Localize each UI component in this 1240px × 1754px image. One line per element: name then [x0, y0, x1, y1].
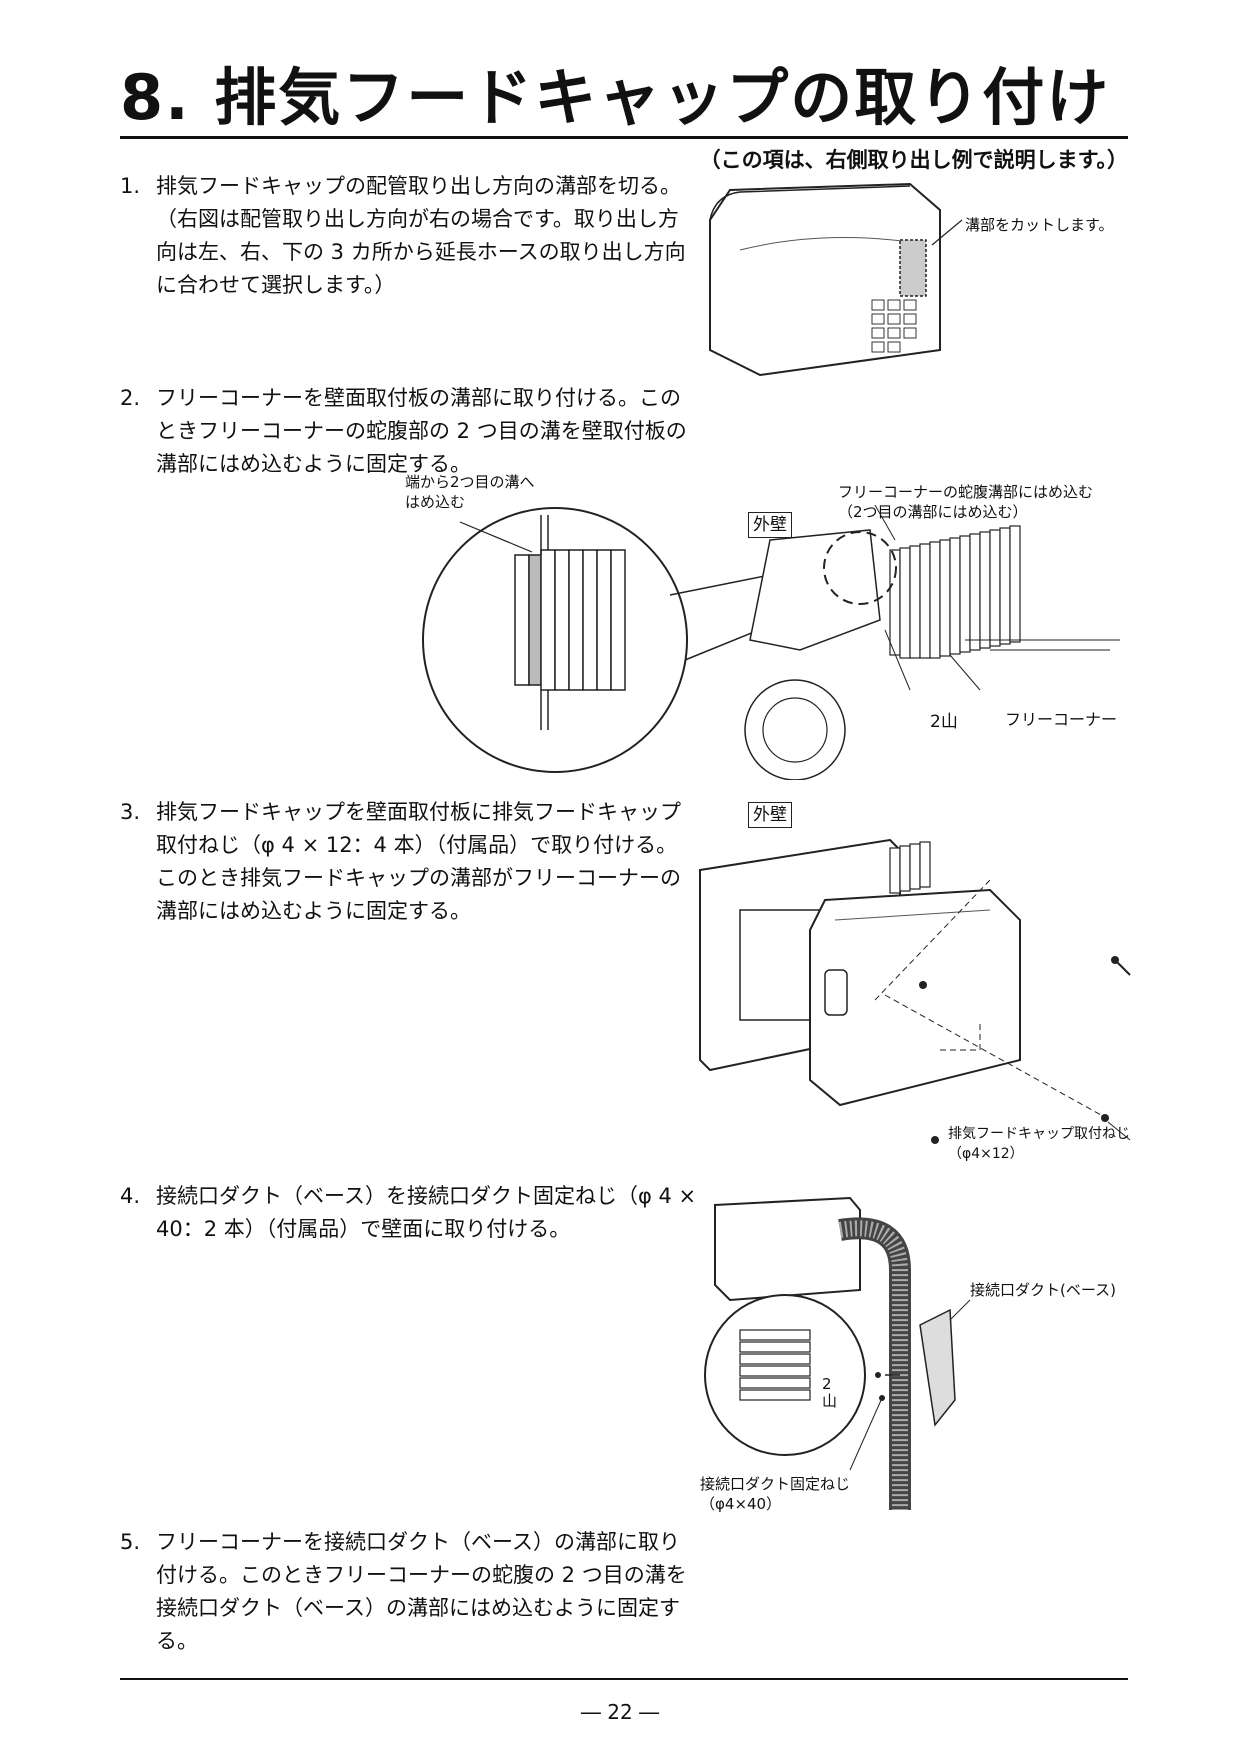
callout-two-ridges: 2山 — [930, 712, 958, 732]
step-number: 4. — [120, 1184, 141, 1208]
step-text-line: 排気フードキャップの配管取り出し方向の溝部を切る。 — [156, 174, 681, 198]
step-text-line: 向は左、右、下の 3 カ所から延長ホースの取り出し方向 — [156, 240, 686, 264]
step-3: 3. 排気フードキャップを壁面取付板に排気フードキャップ 取付ねじ（φ 4 × … — [120, 796, 690, 928]
title-rule — [120, 136, 1128, 139]
step-text-line: 取付ねじ（φ 4 × 12：4 本）（付属品）で取り付ける。 — [156, 833, 678, 857]
step-text-line: 付ける。このときフリーコーナーの蛇腹の 2 つ目の溝を — [156, 1563, 687, 1587]
step-text-line: 溝部にはめ込むように固定する。 — [156, 452, 471, 476]
step-4: 4. 接続口ダクト（ベース）を接続口ダクト固定ねじ（φ 4 × 40：2 本）（… — [120, 1180, 697, 1246]
step-1: 1. 排気フードキャップの配管取り出し方向の溝部を切る。 （右図は配管取り出し方… — [120, 170, 690, 302]
figure-2-free-corner — [422, 504, 1120, 780]
step-text-line: 接続口ダクト（ベース）の溝部にはめ込むように固定す — [156, 1596, 680, 1620]
step-number: 2. — [120, 386, 141, 410]
callout-bellows-groove: フリーコーナーの蛇腹溝部にはめ込む （2つ目の溝部にはめ込む） — [838, 483, 1094, 521]
step-number: 5. — [120, 1530, 141, 1554]
page-number: ― 22 ― — [580, 1700, 660, 1724]
step-text-line: 排気フードキャップを壁面取付板に排気フードキャップ — [156, 800, 681, 824]
section-note: （この項は、右側取り出し例で説明します。） — [699, 148, 1128, 172]
step-text-line: に合わせて選択します。） — [156, 273, 396, 297]
step-number: 3. — [120, 800, 141, 824]
callout-hood-screw: 排気フードキャップ取付ねじ （φ4×12） — [948, 1126, 1130, 1162]
step-number: 1. — [120, 174, 141, 198]
step-text-line: 接続口ダクト（ベース）を接続口ダクト固定ねじ（φ 4 × — [156, 1184, 697, 1208]
callout-free-corner: フリーコーナー — [1005, 710, 1118, 729]
step-text-line: る。 — [156, 1629, 198, 1653]
step-text-line: 40：2 本）（付属品）で壁面に取り付ける。 — [156, 1217, 571, 1241]
wall-label: 外壁 — [748, 512, 792, 538]
step-text-line: 溝部にはめ込むように固定する。 — [156, 899, 471, 923]
footer-rule — [120, 1678, 1128, 1680]
figure-1-hood-cap — [709, 182, 963, 377]
step-text-line: ときフリーコーナーの蛇腹部の 2 つ目の溝を壁取付板の — [156, 419, 687, 443]
figure-4-duct-base — [704, 1196, 971, 1510]
callout-second-groove: 端から2つ目の溝へ はめ込む — [405, 473, 535, 511]
step-text-line: フリーコーナーを壁面取付板の溝部に取り付ける。この — [156, 386, 681, 410]
callout-two-ridges: 2 山 — [822, 1375, 838, 1410]
callout-duct-screw: 接続口ダクト固定ねじ （φ4×40） — [700, 1475, 851, 1513]
step-text-line: （右図は配管取り出し方向が右の場合です。取り出し方 — [156, 207, 679, 231]
step-text-line: フリーコーナーを接続口ダクト（ベース）の溝部に取り — [156, 1530, 680, 1554]
step-5: 5. フリーコーナーを接続口ダクト（ベース）の溝部に取り 付ける。このときフリー… — [120, 1526, 690, 1658]
callout-duct-base: 接続口ダクト(ベース) — [970, 1281, 1116, 1299]
step-text-line: このとき排気フードキャップの溝部がフリーコーナーの — [156, 866, 681, 890]
step-2: 2. フリーコーナーを壁面取付板の溝部に取り付ける。この ときフリーコーナーの蛇… — [120, 382, 690, 481]
callout-cut-groove: 溝部をカットします。 — [965, 216, 1114, 234]
page-title: 8. 排気フードキャップの取り付け — [120, 61, 1111, 134]
figure-3-hood-mounting — [699, 838, 1131, 1144]
wall-label: 外壁 — [748, 802, 792, 828]
